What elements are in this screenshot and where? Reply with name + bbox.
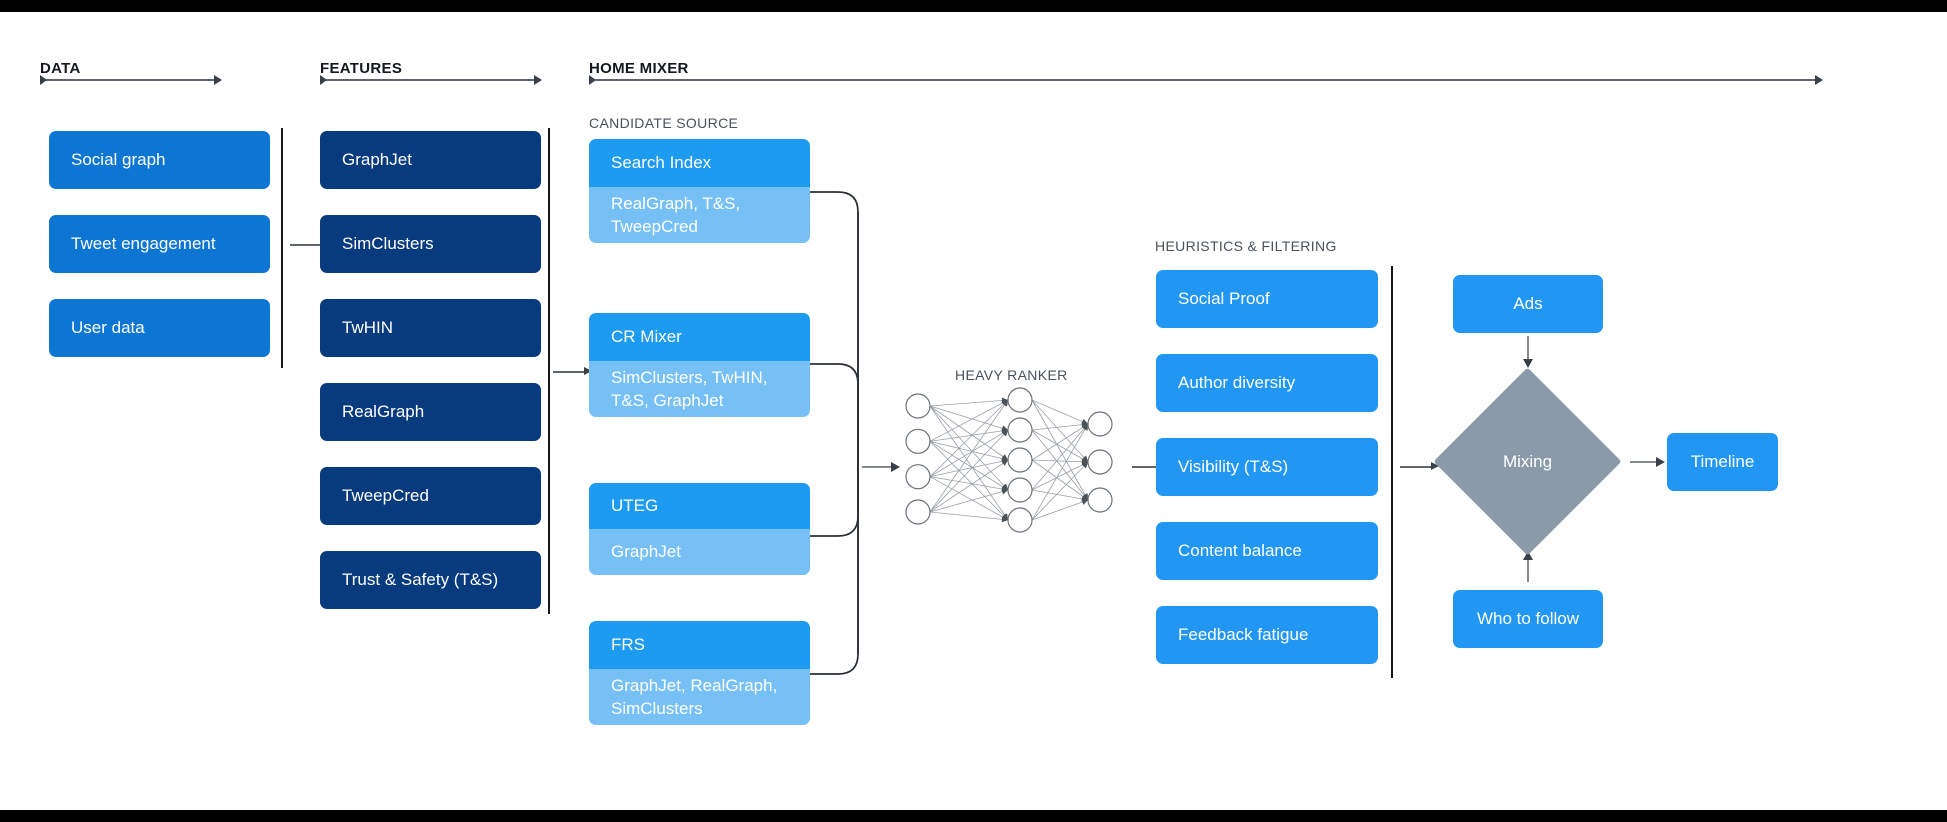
connector-features-to-candidates (553, 367, 595, 376)
connector-line (290, 244, 323, 246)
connector-heuristics-to-mixing (1400, 462, 1442, 471)
axis-tail-icon (320, 75, 327, 85)
data-box-label: Tweet engagement (71, 234, 216, 253)
feature-box-label: SimClusters (342, 234, 434, 253)
diagram-canvas: DATA FEATURES HOME MIXER CANDIDATE SOURC… (0, 12, 1947, 810)
subsection-title-heavy-ranker: HEAVY RANKER (955, 367, 1068, 383)
divider-heuristics-mixing (1391, 266, 1393, 678)
heavy-ranker-network (905, 387, 1113, 533)
candidate-bus-connector (810, 191, 900, 675)
data-box-label: Social graph (71, 150, 166, 169)
candidate-source-card-cr-mixer[interactable]: CR Mixer SimClusters, TwHIN, T&S, GraphJ… (589, 313, 810, 417)
subsection-title-heuristics: HEURISTICS & FILTERING (1155, 238, 1337, 254)
heuristic-box-author-diversity[interactable]: Author diversity (1156, 354, 1378, 412)
data-box-social-graph[interactable]: Social graph (49, 131, 270, 189)
axis-arrow-data (40, 75, 222, 85)
arrow-head-icon (1431, 462, 1439, 470)
feature-box-tweepcred[interactable]: TweepCred (320, 467, 541, 525)
axis-line (326, 79, 534, 81)
candidate-source-body: GraphJet (589, 529, 810, 575)
letterbox-bottom (0, 810, 1947, 822)
section-title-data: DATA (40, 60, 81, 77)
feature-box-label: TwHIN (342, 318, 393, 337)
section-title-features: FEATURES (320, 60, 403, 77)
arrow-head-icon (584, 367, 592, 375)
feature-box-trust-safety[interactable]: Trust & Safety (T&S) (320, 551, 541, 609)
data-box-user-data[interactable]: User data (49, 299, 270, 357)
arrow-head-icon (1815, 75, 1823, 85)
arrow-head-icon (214, 75, 222, 85)
heuristic-box-content-balance[interactable]: Content balance (1156, 522, 1378, 580)
section-title-home-mixer: HOME MIXER (589, 60, 689, 77)
axis-arrow-features (320, 75, 542, 85)
heuristic-box-label: Content balance (1178, 541, 1302, 560)
candidate-source-title: CR Mixer (589, 313, 810, 361)
feature-box-realgraph[interactable]: RealGraph (320, 383, 541, 441)
mixing-input-box-ads[interactable]: Ads (1453, 275, 1603, 333)
divider-data-features (281, 128, 283, 368)
connector-line (1400, 466, 1433, 468)
connector-line (1132, 466, 1165, 468)
axis-tail-icon (589, 75, 596, 85)
candidate-source-title: FRS (589, 621, 810, 669)
mixing-input-label: Ads (1513, 294, 1543, 313)
arrow-mixing-to-timeline (1630, 457, 1665, 467)
arrow-ads-to-mixing (1523, 336, 1533, 368)
feature-box-graphjet[interactable]: GraphJet (320, 131, 541, 189)
mixing-diamond-label: Mixing (1461, 395, 1594, 528)
output-box-timeline[interactable]: Timeline (1667, 433, 1778, 491)
candidate-source-body: RealGraph, T&S, TweepCred (589, 187, 810, 243)
heuristic-box-feedback-fatigue[interactable]: Feedback fatigue (1156, 606, 1378, 664)
heuristic-box-label: Author diversity (1178, 373, 1296, 392)
feature-box-label: TweepCred (342, 486, 429, 505)
mixing-arrows (1523, 336, 1665, 582)
mixing-input-box-who-to-follow[interactable]: Who to follow (1453, 590, 1603, 648)
heuristic-box-label: Social Proof (1178, 289, 1270, 308)
arrow-who-to-follow-to-mixing (1523, 551, 1533, 582)
candidate-source-body: SimClusters, TwHIN, T&S, GraphJet (589, 361, 810, 417)
heuristic-box-label: Visibility (T&S) (1178, 457, 1289, 476)
output-label: Timeline (1690, 452, 1755, 471)
feature-box-label: Trust & Safety (T&S) (342, 570, 499, 589)
divider-features-candidates (548, 128, 550, 614)
feature-box-simclusters[interactable]: SimClusters (320, 215, 541, 273)
candidate-source-body: GraphJet, RealGraph, SimClusters (589, 669, 810, 725)
mixing-label-text: Mixing (1502, 451, 1553, 471)
heuristic-box-label: Feedback fatigue (1178, 625, 1309, 644)
bus-exit-arrow (862, 462, 900, 472)
axis-line (46, 79, 214, 81)
feature-box-label: GraphJet (342, 150, 412, 169)
data-box-tweet-engagement[interactable]: Tweet engagement (49, 215, 270, 273)
candidate-source-title: Search Index (589, 139, 810, 187)
heuristic-box-visibility[interactable]: Visibility (T&S) (1156, 438, 1378, 496)
candidate-source-title: UTEG (589, 483, 810, 529)
axis-tail-icon (40, 75, 47, 85)
mixing-input-label: Who to follow (1476, 609, 1580, 628)
axis-arrow-home-mixer (589, 75, 1823, 85)
feature-box-label: RealGraph (342, 402, 425, 421)
candidate-source-card-frs[interactable]: FRS GraphJet, RealGraph, SimClusters (589, 621, 810, 725)
data-box-label: User data (71, 318, 145, 337)
connector-line (553, 371, 586, 373)
candidate-source-card-search-index[interactable]: Search Index RealGraph, T&S, TweepCred (589, 139, 810, 243)
subsection-title-candidate-source: CANDIDATE SOURCE (589, 115, 739, 131)
feature-box-twhin[interactable]: TwHIN (320, 299, 541, 357)
arrow-head-icon (534, 75, 542, 85)
axis-line (595, 79, 1815, 81)
candidate-source-card-uteg[interactable]: UTEG GraphJet (589, 483, 810, 575)
heuristic-box-social-proof[interactable]: Social Proof (1156, 270, 1378, 328)
